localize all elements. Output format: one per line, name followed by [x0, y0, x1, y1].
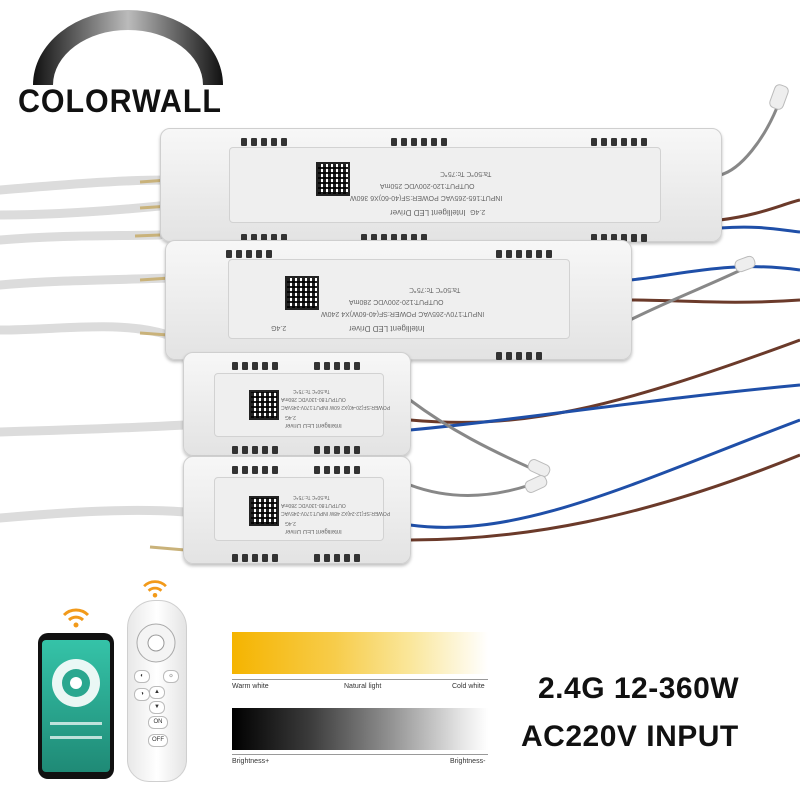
- vents: [241, 133, 291, 151]
- brightness-bar: [232, 708, 488, 750]
- led-driver-3: POWER:SF(20-40)X2 60W INPUT:170V-245VAC …: [183, 352, 411, 456]
- cold-white-label: Cold white: [452, 683, 485, 690]
- vents: [314, 441, 364, 459]
- dial-icon: [52, 659, 100, 707]
- label-panel: INPUT:170V-265VAC POWER:SF(40-60W)X4 240…: [228, 259, 570, 339]
- vents: [232, 441, 282, 459]
- scale-line: [232, 679, 488, 680]
- driver-band: 2.4G: [470, 208, 486, 215]
- driver-temps: Ta:50℃ Tc:75℃: [440, 170, 492, 177]
- driver-title: Intelligent LED Driver: [390, 208, 466, 217]
- driver-temps: Ta:50℃ Tc:75℃: [409, 286, 461, 293]
- vents: [232, 549, 282, 567]
- spec-power-range: 2.4G 12-360W: [538, 672, 740, 705]
- vents: [314, 357, 364, 375]
- vents: [226, 245, 276, 263]
- driver-title: Intelligent LED Driver: [285, 528, 342, 534]
- driver-output-spec: OUTPUT:80-130VDC 280mA: [281, 502, 346, 508]
- logo-arc-icon: [33, 10, 223, 85]
- slider-track: [50, 736, 102, 739]
- wifi-icon: [143, 580, 167, 598]
- driver-output-spec: OUTPUT:120-200VDC 280mA: [349, 298, 444, 305]
- vents: [591, 133, 651, 151]
- driver-band: 2.4G: [285, 414, 296, 420]
- remote-button[interactable]: ▲: [149, 686, 165, 699]
- remote-off-button[interactable]: OFF: [148, 734, 168, 747]
- qr-code-icon: [249, 496, 279, 526]
- driver-input-spec: POWER:SF(20-40)X2 60W INPUT:170V-245VAC: [281, 404, 391, 410]
- vents: [232, 461, 282, 479]
- remote-button[interactable]: ◑: [134, 688, 150, 701]
- warm-white-label: Warm white: [232, 683, 269, 690]
- qr-code-icon: [316, 162, 350, 196]
- qr-code-icon: [249, 390, 279, 420]
- label-panel: INPUT:165-265VAC POWER:SF(40-60)X6 360W …: [229, 147, 661, 223]
- vents: [314, 461, 364, 479]
- color-temperature-bar: [232, 632, 488, 674]
- label-panel: POWER:SF(20-40)X2 60W INPUT:170V-245VAC …: [214, 373, 390, 437]
- driver-input-spec: POWER:SF(12-24)X2 48W INPUT:170V-245VAC: [281, 510, 391, 516]
- driver-input-spec: INPUT:165-265VAC POWER:SF(40-60)X6 360W: [350, 194, 503, 201]
- led-driver-1: INPUT:165-265VAC POWER:SF(40-60)X6 360W …: [160, 128, 722, 242]
- brand-logo: COLORWALL: [18, 83, 222, 119]
- slider-track: [50, 722, 102, 725]
- driver-title: Intelligent LED Driver: [285, 422, 342, 428]
- remote-button[interactable]: ▼: [149, 701, 165, 714]
- driver-output-spec: OUTPUT:80-130VDC 280mA: [281, 396, 346, 402]
- led-driver-2: INPUT:170V-265VAC POWER:SF(40-60W)X4 240…: [165, 240, 632, 360]
- spec-input-voltage: AC220V INPUT: [521, 720, 739, 753]
- vents: [391, 133, 451, 151]
- brightness-minus-label: Brightness-: [450, 758, 486, 765]
- driver-input-spec: INPUT:170V-265VAC POWER:SF(40-60W)X4 240…: [321, 310, 485, 317]
- driver-output-spec: OUTPUT:120-200VDC 250mA: [380, 182, 475, 189]
- remote-button[interactable]: ☼: [163, 670, 179, 683]
- vents: [241, 229, 291, 247]
- driver-title: Intelligent LED Driver: [349, 324, 425, 333]
- led-driver-4: POWER:SF(12-24)X2 48W INPUT:170V-245VAC …: [183, 456, 411, 564]
- natural-light-label: Natural light: [344, 683, 382, 690]
- scale-line: [232, 754, 488, 755]
- remote-button[interactable]: ◐: [134, 670, 150, 683]
- vents: [591, 229, 651, 247]
- remote-dial: [136, 623, 176, 663]
- remote-on-button[interactable]: ON: [148, 716, 168, 729]
- driver-band: 2.4G: [271, 324, 287, 331]
- label-panel: POWER:SF(12-24)X2 48W INPUT:170V-245VAC …: [214, 477, 390, 541]
- driver-temps: Ta:50℃ Tc:75℃: [293, 494, 330, 500]
- qr-code-icon: [285, 276, 319, 310]
- driver-temps: Ta:50℃ Tc:75℃: [293, 388, 330, 394]
- vents: [314, 549, 364, 567]
- vents: [232, 357, 282, 375]
- vents: [496, 347, 546, 365]
- wifi-icon: [62, 608, 90, 628]
- driver-band: 2.4G: [285, 520, 296, 526]
- brightness-plus-label: Brightness+: [232, 758, 270, 765]
- vents: [496, 245, 556, 263]
- vents: [361, 229, 431, 247]
